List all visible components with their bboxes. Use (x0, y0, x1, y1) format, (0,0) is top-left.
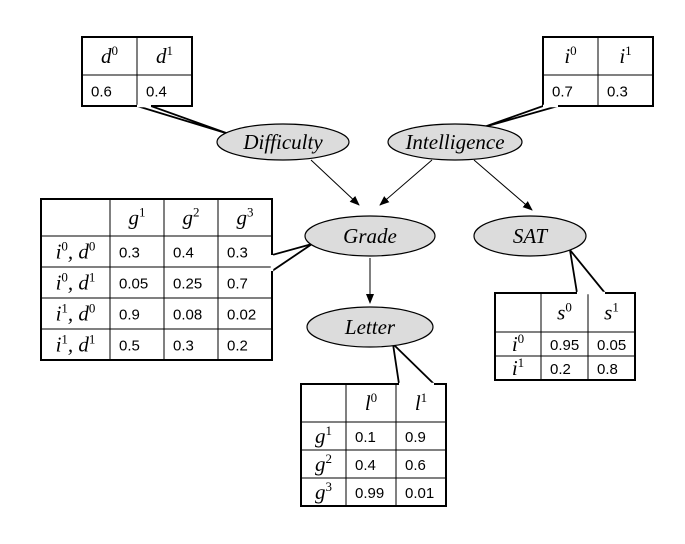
callout-pointer (391, 341, 437, 385)
table-cell: 0.9 (119, 307, 140, 324)
node-difficulty: Difficulty (216, 123, 350, 161)
column-header: s1​ (604, 300, 619, 325)
column-header: d1​ (156, 43, 173, 68)
edge-difficulty-grade (310, 159, 360, 206)
cpt-difficulty-table: d0​ d1​ 0.6 0.4 (81, 36, 230, 135)
row-parent-label: g2​ (315, 451, 332, 476)
nodes: Difficulty Intelligence Grade SAT Letter (216, 123, 587, 348)
column-header: d0​ (101, 43, 118, 68)
row-parent-label: i0​ (512, 331, 524, 356)
node-intelligence-label: Intelligence (404, 130, 504, 154)
table-cell: 0.7 (552, 84, 573, 101)
table-cell: 0.3 (173, 338, 194, 355)
row-parent-label: i1​, d0​ (56, 301, 96, 326)
row-parent-label: i0​, d0​ (56, 239, 96, 264)
table-cell: 0.02 (227, 307, 256, 324)
table-cell: 0.25 (173, 276, 202, 293)
node-letter-label: Letter (344, 315, 396, 339)
node-letter: Letter (306, 306, 434, 348)
node-sat-label: SAT (513, 224, 549, 248)
column-header: l0​ (365, 390, 377, 415)
column-header: g3​ (237, 205, 254, 230)
row-parent-label: i0​, d1​ (56, 270, 96, 295)
table-cell: 0.6 (91, 84, 112, 101)
column-header: i0​ (564, 43, 576, 68)
table-cell: 0.3 (607, 84, 628, 101)
node-difficulty-label: Difficulty (242, 130, 323, 154)
table-frame (40, 198, 273, 361)
column-header: i1​ (619, 43, 631, 68)
table-cell: 0.7 (227, 276, 248, 293)
row-parent-label: i1​ (512, 355, 524, 380)
row-parent-label: i1​, d1​ (56, 332, 96, 357)
column-header: g2​ (183, 205, 200, 230)
table-cell: 0.2 (550, 361, 571, 378)
row-parent-label: g1​ (315, 423, 332, 448)
table-cell: 0.4 (355, 457, 376, 474)
node-intelligence: Intelligence (387, 123, 523, 161)
cpt-letter-table: l0​ l1​ g1​ 0.1 0.9 g2​ 0.4 0.6 g3​ 0.99 0.01 (300, 341, 447, 507)
column-header: g1​ (129, 205, 146, 230)
row-parent-label: g3​ (315, 479, 332, 504)
table-cell: 0.5 (119, 338, 140, 355)
table-cell: 0.95 (550, 337, 579, 354)
table-cell: 0.4 (146, 84, 167, 101)
table-cell: 0.8 (597, 361, 618, 378)
table-frame (300, 383, 447, 507)
table-frame (494, 292, 636, 381)
table-cell: 0.08 (173, 307, 202, 324)
cpt-intelligence-table: i0​ i1​ 0.7 0.3 (483, 36, 654, 128)
table-cell: 0.05 (597, 337, 626, 354)
callout-pointer (483, 105, 559, 128)
table-cell: 0.3 (227, 245, 248, 262)
table-cell: 0.99 (355, 485, 384, 502)
table-cell: 0.6 (405, 457, 426, 474)
table-cell: 0.4 (173, 245, 194, 262)
callout-pointer (136, 105, 230, 135)
cpt-sat-table: s0​ s1​ i0​ 0.95 0.05 i1​ 0.2 0.8 (494, 246, 636, 381)
table-cell: 0.9 (405, 429, 426, 446)
node-grade: Grade (304, 215, 436, 257)
table-cell: 0.05 (119, 276, 148, 293)
cpt-grade-table: g1​ g2​ g3​ i0​, d0​ 0.3 0.4 0.3 i0​, d1​ 0.05 0.… (40, 198, 313, 361)
column-header: l1​ (415, 390, 427, 415)
callout-pointer (271, 243, 313, 273)
table-cell: 0.3 (119, 245, 140, 262)
node-grade-label: Grade (343, 224, 397, 248)
table-cell: 0.2 (227, 338, 248, 355)
table-cell: 0.1 (355, 429, 376, 446)
cpt-tables: d0​d1​0.60.4i0​i1​0.70.3g1​g2​g3​i0​, d0… (40, 36, 654, 507)
column-header: s0​ (557, 300, 572, 325)
edge-intelligence-grade (379, 159, 433, 206)
callout-pointer (568, 246, 607, 294)
table-cell: 0.01 (405, 485, 434, 502)
edge-intelligence-sat (473, 159, 533, 211)
edges (310, 159, 533, 304)
node-sat: SAT (473, 215, 587, 257)
